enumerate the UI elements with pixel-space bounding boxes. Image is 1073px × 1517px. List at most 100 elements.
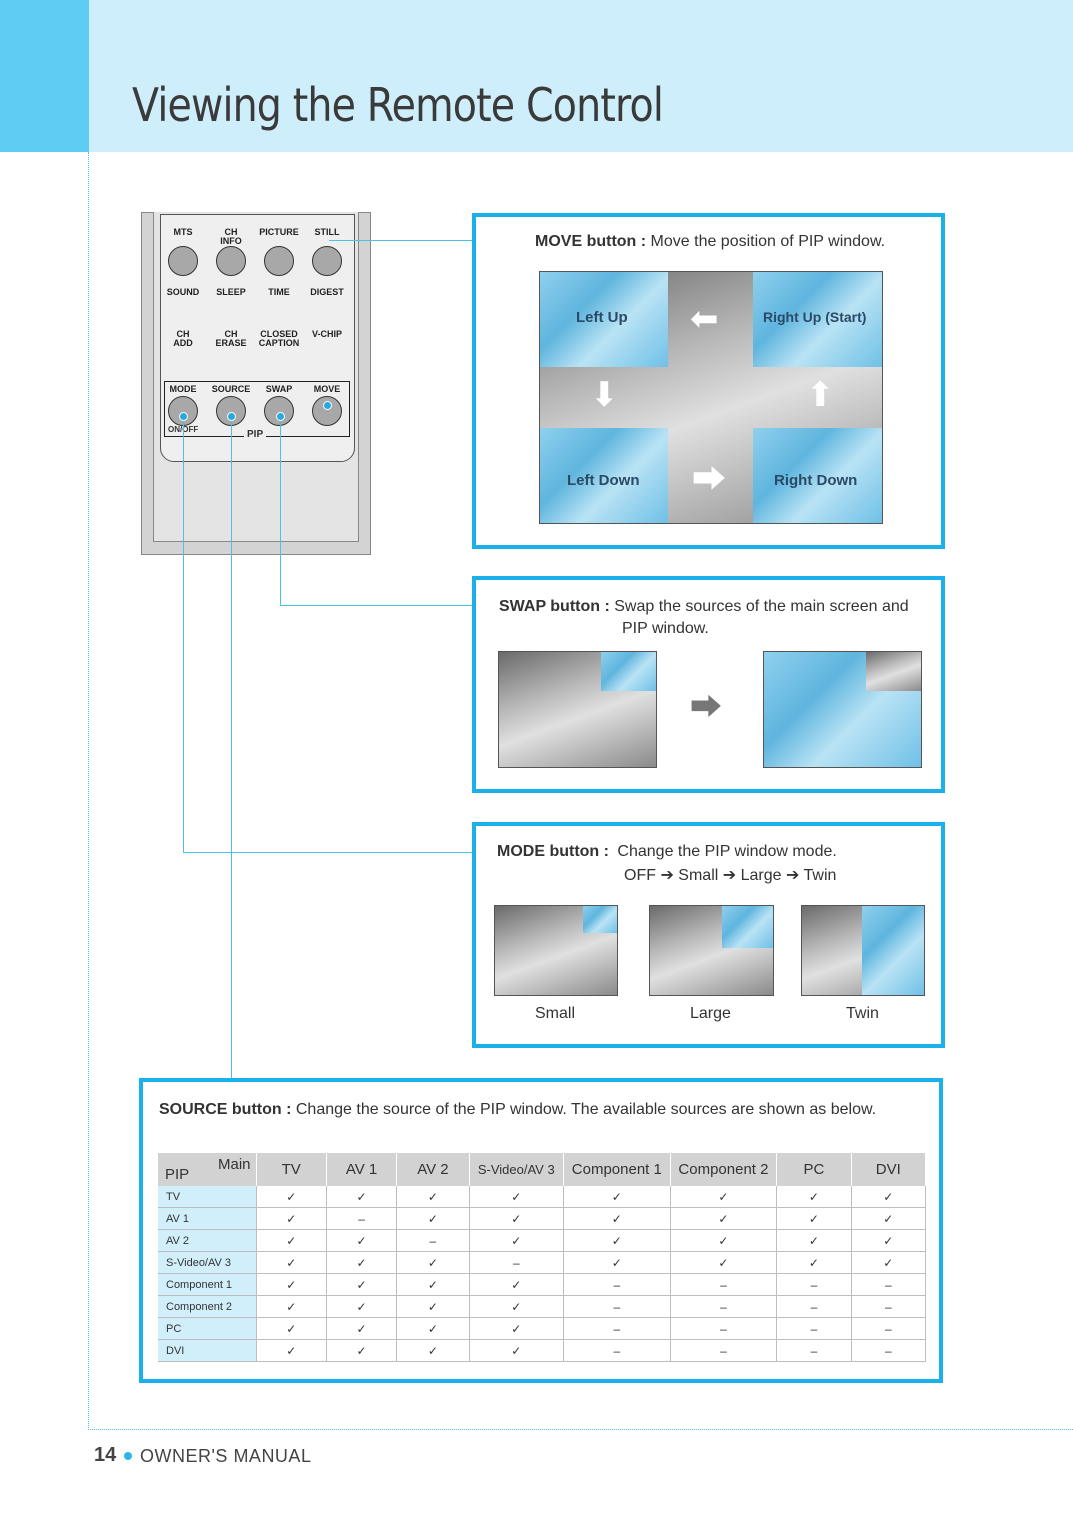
remote-button-row1-2[interactable] (264, 246, 294, 276)
swap-connector-v (280, 416, 281, 605)
move-connector (329, 240, 522, 241)
move-title: MOVE button : (535, 233, 647, 250)
table-cell: ✓ (396, 1295, 470, 1318)
remote-label-row1-2: PICTURE (259, 227, 299, 237)
table-cell: ✓ (563, 1229, 671, 1252)
table-cell: – (776, 1295, 852, 1318)
mode-desc-line2: OFF ➔ Small ➔ Large ➔ Twin (624, 867, 837, 884)
arrow-left-icon: ⬅ (690, 300, 719, 338)
swap-dot (276, 412, 285, 421)
table-row: Component 1✓✓✓✓–––– (158, 1273, 927, 1296)
move-pip-right-up (753, 272, 882, 367)
table-cell: – (670, 1295, 778, 1318)
table-cell: – (670, 1339, 778, 1362)
table-cell: – (563, 1317, 671, 1340)
swap-desc-line1: Swap the sources of the main screen and (614, 598, 909, 615)
row-header: PC (158, 1317, 257, 1340)
mode-desc-line1: Change the PIP window mode. (617, 843, 837, 860)
source-connector-v (231, 416, 232, 1090)
table-cell: ✓ (851, 1186, 927, 1208)
remote-label-row4-1: SOURCE (211, 384, 251, 394)
table-cell: – (851, 1273, 927, 1296)
footer-bullet-icon (124, 1452, 132, 1460)
right-up-label: Right Up (Start) (763, 309, 867, 325)
table-cell: ✓ (256, 1251, 327, 1274)
table-cell: – (396, 1229, 470, 1252)
table-cell: ✓ (256, 1339, 327, 1362)
source-desc: Change the source of the PIP window. The… (295, 1101, 877, 1118)
remote-label-row1-0: MTS (173, 227, 193, 237)
table-cell: ✓ (396, 1186, 470, 1208)
mode-title: MODE button : (497, 843, 609, 860)
table-cell: ✓ (563, 1251, 671, 1274)
table-cell: ✓ (396, 1339, 470, 1362)
remote-label-row1-1: CH INFO (220, 227, 242, 246)
swap-after-pip (866, 652, 921, 691)
table-cell: ✓ (776, 1186, 852, 1208)
swap-before-pip (601, 652, 656, 691)
table-cell: ✓ (256, 1317, 327, 1340)
mode-small-pip (583, 906, 617, 933)
left-dotted-rule (88, 152, 89, 1430)
mode-twin-pip (862, 906, 924, 995)
table-row: AV 1✓–✓✓✓✓✓✓ (158, 1207, 927, 1230)
table-cell: ✓ (776, 1251, 852, 1274)
table-cell: – (851, 1295, 927, 1318)
column-header: PC (776, 1153, 852, 1186)
remote-label-row3-3: V-CHIP (311, 329, 342, 339)
column-header: AV 2 (396, 1153, 470, 1186)
table-cell: ✓ (396, 1207, 470, 1230)
move-pip-left-down (540, 428, 668, 523)
table-cell: ✓ (326, 1273, 398, 1296)
arrow-down-icon: ⬇ (590, 376, 619, 414)
table-cell: ✓ (396, 1251, 470, 1274)
remote-button-row4-2[interactable] (264, 396, 294, 426)
table-cell: ✓ (469, 1229, 565, 1252)
table-row: TV✓✓✓✓✓✓✓✓ (158, 1186, 927, 1208)
remote-button-row1-0[interactable] (168, 246, 198, 276)
table-cell: ✓ (851, 1207, 927, 1230)
remote-button-row1-3[interactable] (312, 246, 342, 276)
table-cell: ✓ (326, 1251, 398, 1274)
row-header: AV 2 (158, 1229, 257, 1252)
header-band (0, 0, 1073, 152)
pip-group-label: PIP (244, 429, 267, 440)
table-cell: ✓ (670, 1251, 778, 1274)
table-cell: ✓ (326, 1317, 398, 1340)
column-header: Component 1 (563, 1153, 671, 1186)
table-row: PC✓✓✓✓–––– (158, 1317, 927, 1340)
table-cell: ✓ (469, 1339, 565, 1362)
mode-dot (179, 412, 188, 421)
source-heading: SOURCE button : Change the source of the… (159, 1101, 876, 1119)
table-cell: – (563, 1273, 671, 1296)
corner-main-label: Main (218, 1156, 251, 1173)
source-table-body: TV✓✓✓✓✓✓✓✓AV 1✓–✓✓✓✓✓✓AV 2✓✓–✓✓✓✓✓S-Vide… (158, 1186, 927, 1362)
table-cell: ✓ (326, 1339, 398, 1362)
remote-button-row4-0[interactable] (168, 396, 198, 426)
left-up-label: Left Up (576, 309, 628, 326)
table-row: S-Video/AV 3✓✓✓–✓✓✓✓ (158, 1251, 927, 1274)
remote-button-row1-1[interactable] (216, 246, 246, 276)
table-cell: ✓ (469, 1317, 565, 1340)
table-cell: – (851, 1317, 927, 1340)
table-cell: – (851, 1339, 927, 1362)
arrow-up-icon: ⬆ (806, 376, 835, 414)
column-header: DVI (851, 1153, 927, 1186)
swap-connector-h (280, 605, 492, 606)
table-cell: ✓ (396, 1317, 470, 1340)
table-row: AV 2✓✓–✓✓✓✓✓ (158, 1229, 927, 1252)
left-down-label: Left Down (567, 472, 640, 489)
mode-connector-h (183, 852, 492, 853)
table-cell: ✓ (469, 1295, 565, 1318)
move-pip-right-down (753, 428, 882, 523)
table-cell: – (670, 1317, 778, 1340)
table-cell: ✓ (851, 1229, 927, 1252)
source-table-header: Main PIP TV AV 1 AV 2 S-Video/AV 3 Compo… (158, 1153, 927, 1186)
mode-connector-v (183, 416, 184, 853)
table-cell: ✓ (256, 1229, 327, 1252)
swap-desc-line2: PIP window. (622, 620, 709, 637)
table-cell: ✓ (256, 1186, 327, 1208)
table-cell: ✓ (469, 1186, 565, 1208)
table-cell: ✓ (670, 1229, 778, 1252)
row-header: AV 1 (158, 1207, 257, 1230)
